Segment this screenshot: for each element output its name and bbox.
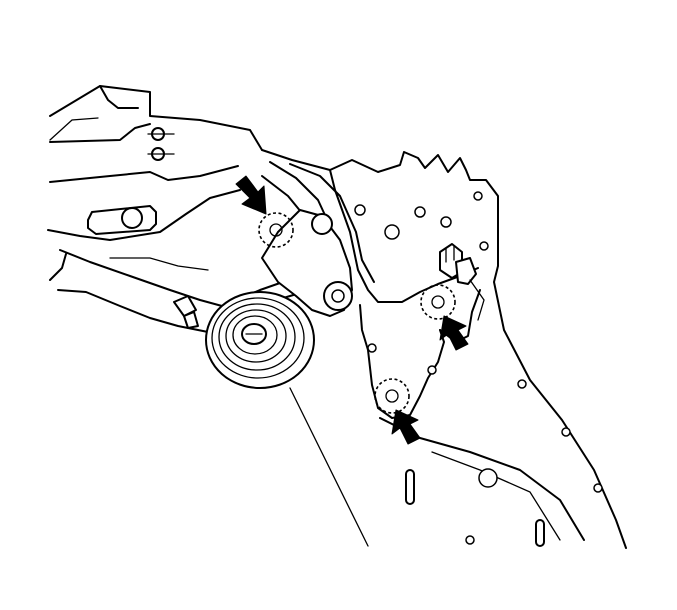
callout-upper-fastener (235, 175, 294, 248)
arrow-pointer-icon (439, 315, 469, 351)
idler-pulley (205, 291, 315, 389)
reference-line (289, 387, 369, 547)
mounting-bracket-plate (261, 149, 627, 549)
frame-structure (47, 85, 263, 333)
callout-right-fastener (420, 284, 469, 351)
arrow-pointer-icon (235, 175, 267, 215)
stud-bracket (439, 243, 485, 321)
tensioner-assembly (261, 209, 353, 317)
callout-lower-fastener (374, 378, 421, 445)
arrow-pointer-icon (391, 409, 421, 445)
